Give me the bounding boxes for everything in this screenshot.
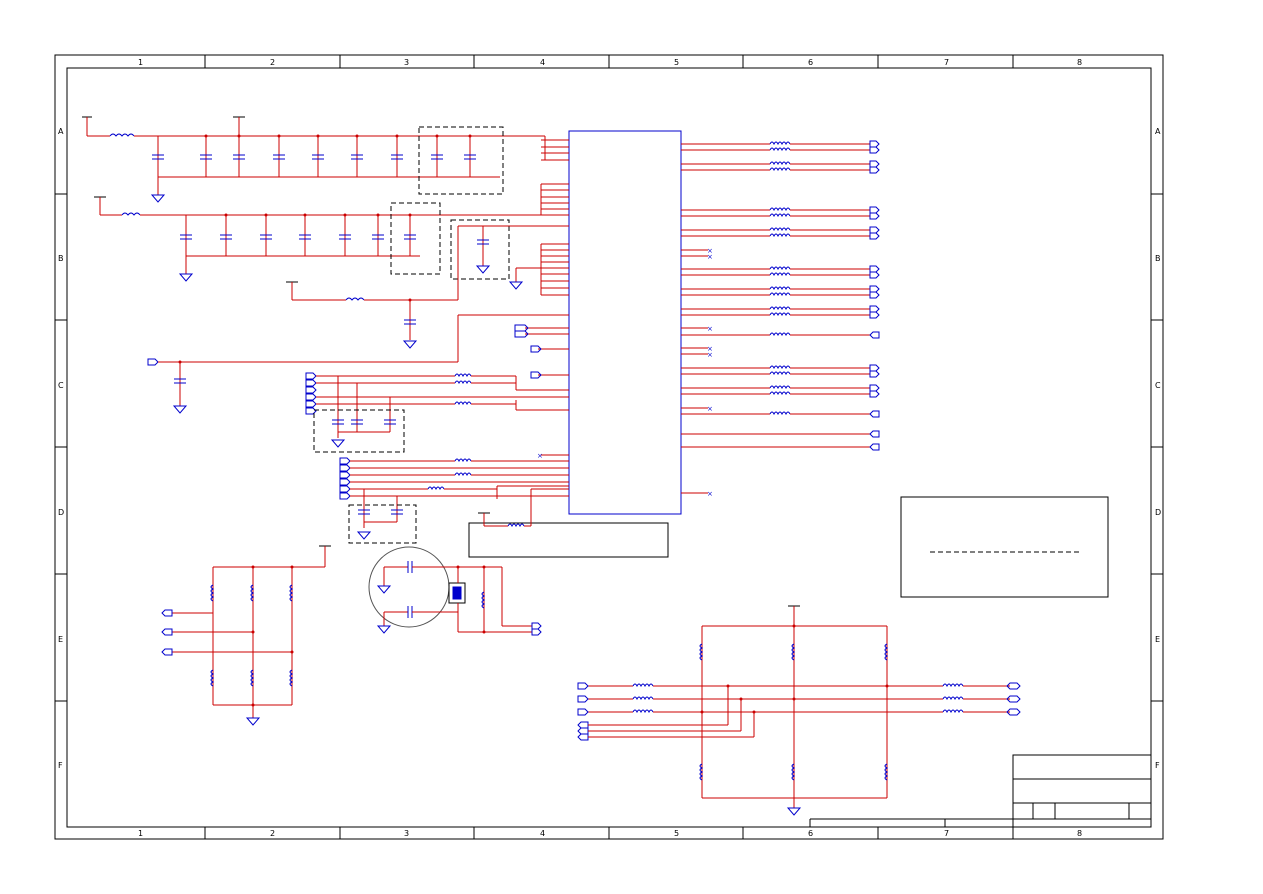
zone-labels-right: A B C D E F: [1155, 127, 1161, 770]
zone-col-4-bottom: 4: [540, 829, 545, 838]
zone-row-a-right: A: [1155, 127, 1161, 136]
isolated-cap-c: [457, 225, 545, 300]
ic-left-pins: [457, 136, 569, 456]
zone-labels-top: 1 2 3 4 5 6 7 8: [138, 58, 1082, 67]
zone-col-2-top: 2: [270, 58, 275, 67]
zone-labels-bottom: 1 2 3 4 5 6 7 8: [138, 829, 1082, 838]
zone-row-e-right: E: [1155, 635, 1160, 644]
ic-left-port-symbols: ×: [514, 324, 543, 460]
svg-text:×: ×: [707, 490, 713, 498]
resistor-network-e: [161, 545, 331, 726]
zone-row-f-left: F: [58, 761, 63, 770]
zone-col-3-bottom: 3: [404, 829, 409, 838]
zone-row-d-right: D: [1155, 508, 1161, 517]
zone-col-7-top: 7: [944, 58, 949, 67]
zone-col-8-bottom: 8: [1077, 829, 1082, 838]
decoupling-caps-b: [180, 213, 416, 256]
zone-row-d-left: D: [58, 508, 64, 517]
svg-text:×: ×: [707, 345, 713, 353]
optional-caps-box-a: [418, 126, 504, 195]
optional-caps-box-c: [450, 219, 510, 280]
power-rail-c: [286, 281, 458, 349]
main-ic: [568, 130, 682, 515]
zone-labels-left: A B C D E F: [58, 127, 64, 770]
svg-text:×: ×: [707, 253, 713, 261]
zone-col-6-bottom: 6: [808, 829, 813, 838]
signal-bus-d: [339, 457, 569, 540]
zone-row-b-right: B: [1155, 254, 1161, 263]
zone-col-6-top: 6: [808, 58, 813, 67]
label-box: [468, 522, 669, 558]
ic-right-series-resistors: [769, 141, 791, 416]
optional-caps-box-e: [348, 504, 417, 544]
zone-row-a-left: A: [58, 127, 64, 136]
power-rail-a: [82, 116, 545, 203]
svg-text:×: ×: [707, 325, 713, 333]
zone-col-4-top: 4: [540, 58, 545, 67]
zone-row-c-left: C: [58, 381, 64, 390]
signal-bus-c: [305, 372, 569, 448]
zone-col-8-top: 8: [1077, 58, 1082, 67]
zone-col-7-bottom: 7: [944, 829, 949, 838]
power-rail-b: [94, 196, 545, 282]
zone-col-3-top: 3: [404, 58, 409, 67]
input-net-c: [147, 358, 458, 414]
title-block: [809, 754, 1152, 828]
ic-right-output-ports: [869, 140, 880, 451]
zone-row-e-left: E: [58, 635, 63, 644]
ic-right-output-wires: [790, 143, 870, 415]
svg-text:×: ×: [707, 405, 713, 413]
ic-right-no-connect-marks: × × × × × × ×: [707, 247, 713, 498]
zone-row-c-right: C: [1155, 381, 1161, 390]
svg-text:×: ×: [707, 247, 713, 255]
zone-col-5-top: 5: [674, 58, 679, 67]
termination-network-f: [577, 605, 1021, 816]
zone-row-f-right: F: [1155, 761, 1160, 770]
ic-right-pins: [681, 143, 870, 494]
zone-col-5-bottom: 5: [674, 829, 679, 838]
drawing-frame: [54, 54, 1164, 840]
svg-text:×: ×: [707, 351, 713, 359]
notes-box: [900, 496, 1109, 598]
zone-col-1-top: 1: [138, 58, 143, 67]
zone-col-1-bottom: 1: [138, 829, 143, 838]
crystal-oscillator: [368, 546, 542, 636]
svg-text:×: ×: [537, 452, 543, 460]
decoupling-caps-a: [152, 134, 476, 177]
optional-caps-box-d: [313, 409, 405, 453]
zone-col-2-bottom: 2: [270, 829, 275, 838]
optional-caps-box-b: [390, 202, 441, 275]
zone-row-b-left: B: [58, 254, 64, 263]
